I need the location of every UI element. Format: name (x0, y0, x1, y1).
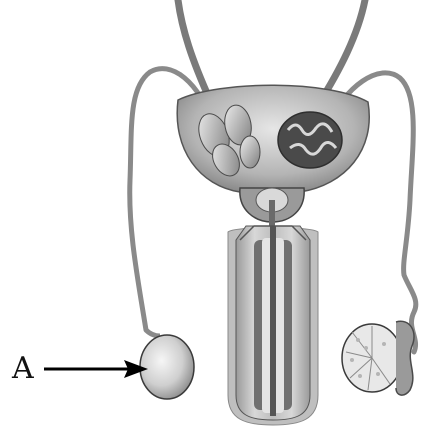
penis (228, 226, 318, 425)
right-testis (342, 321, 414, 395)
prostate (240, 188, 304, 226)
right-seminal-vesicle (278, 112, 342, 168)
label-a: A (11, 351, 148, 386)
left-testis (140, 330, 194, 399)
label-a-text: A (11, 351, 34, 386)
